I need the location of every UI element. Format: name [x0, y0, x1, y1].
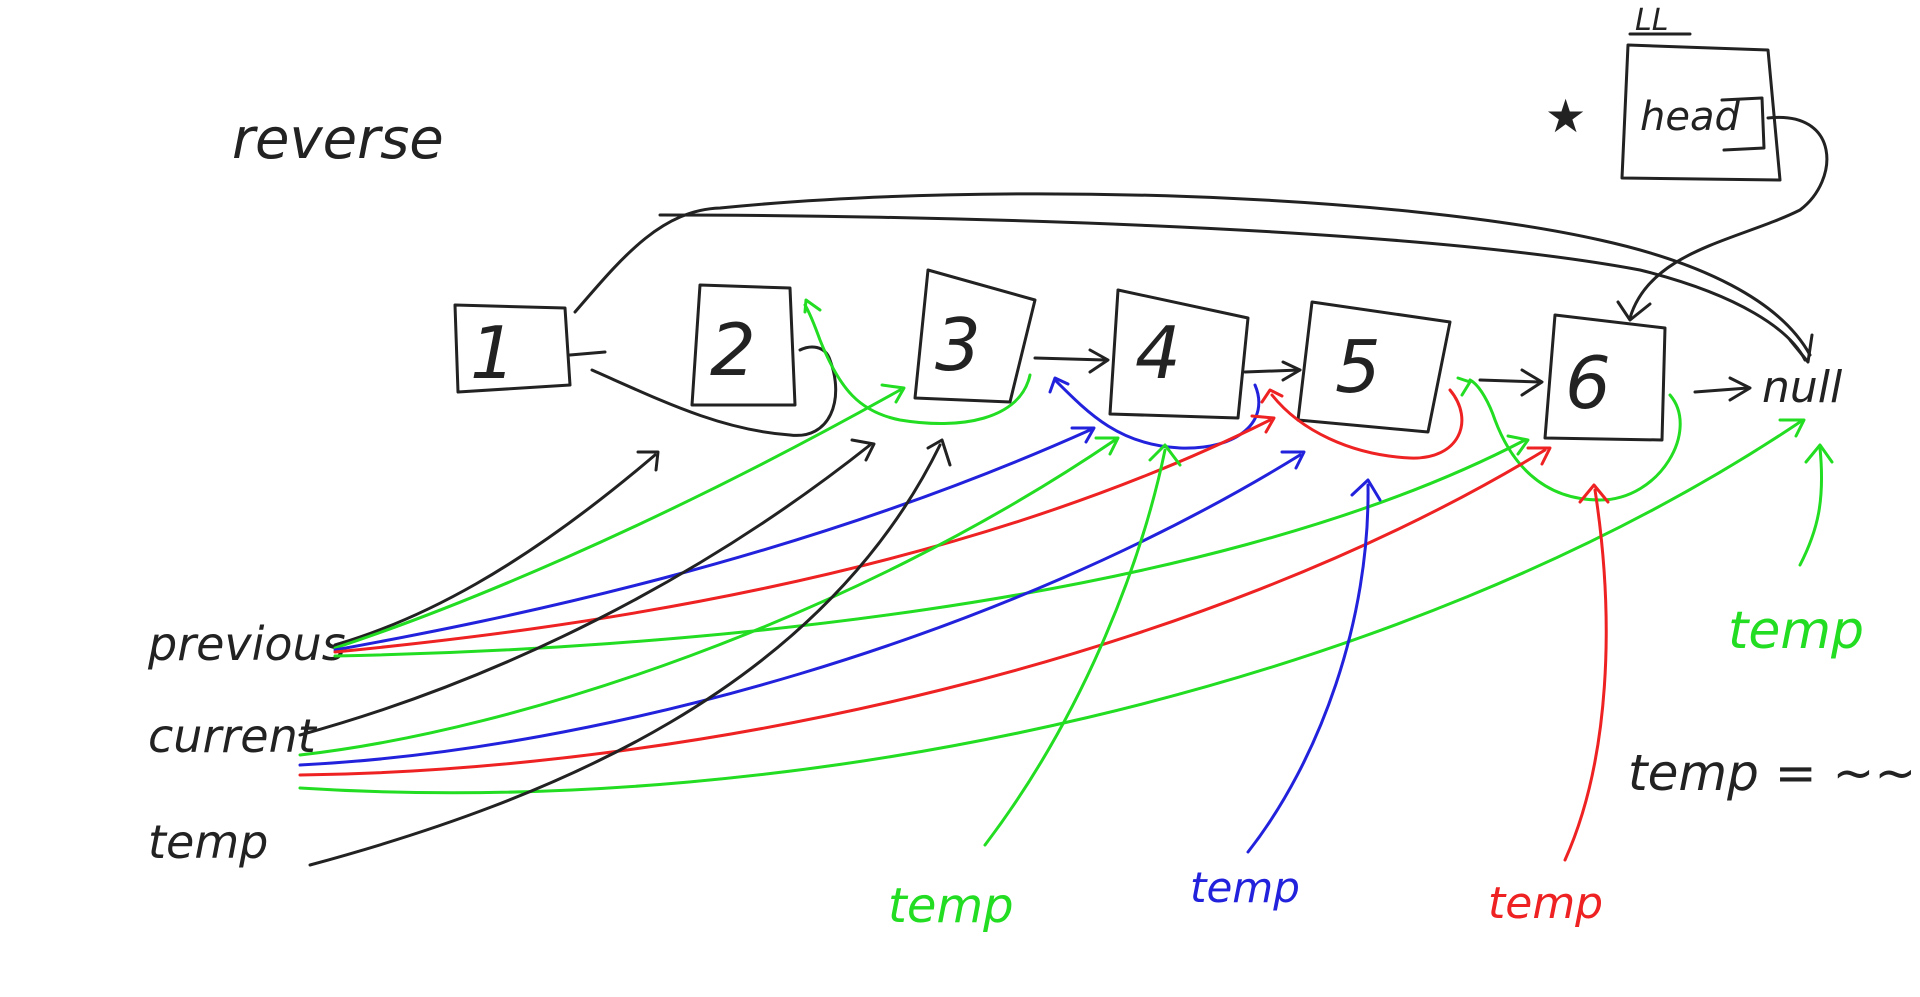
temp-green-2-arrowhead	[1804, 443, 1834, 464]
head-box	[1620, 43, 1782, 182]
current-pointer-green-2	[298, 420, 1802, 795]
current-pointer-green-1	[298, 438, 1117, 757]
red-node6-to-node5-link	[1270, 388, 1464, 460]
node-6-box	[1543, 313, 1667, 442]
node1-to-null-arc	[573, 192, 1812, 357]
current-red-arrowhead	[1526, 446, 1552, 466]
node-1-label: 1	[470, 311, 516, 395]
previous-black-arrowhead	[636, 450, 660, 472]
node-4: 4	[1108, 288, 1250, 420]
temp-label-green-2: temp	[1728, 601, 1864, 661]
green-node2-arrowhead	[803, 298, 822, 314]
temp-pointer-black	[308, 443, 942, 867]
null-label: null	[1762, 362, 1843, 413]
temp-label-blue: temp	[1190, 863, 1300, 912]
previous-pointer-red	[333, 418, 1272, 654]
node1-link	[568, 350, 607, 357]
head-to-node6-arrow	[1628, 115, 1829, 320]
blue-node4-arrowhead	[1048, 376, 1070, 394]
list-label: LL	[1635, 3, 1668, 38]
green-node6-to-node5-link	[1468, 378, 1682, 502]
node6-to-null-link	[1693, 386, 1750, 394]
node3-to-node4-link	[1033, 356, 1107, 362]
head-label: head	[1640, 94, 1740, 140]
node-3-box	[913, 268, 1037, 404]
node6-to-null-arrowhead	[1728, 376, 1752, 402]
variable-current: current	[148, 709, 318, 763]
previous-red-arrowhead	[1250, 414, 1276, 434]
node5-to-node6-arrowhead	[1520, 368, 1544, 397]
node-5: 5	[1296, 300, 1452, 434]
green-node5-arrowhead	[1456, 376, 1472, 397]
node-2-label: 2	[710, 308, 756, 392]
head-arrowhead	[1616, 300, 1652, 322]
temp-red-arrowhead	[1578, 483, 1610, 504]
node-4-label: 4	[1135, 311, 1181, 395]
previous-pointer-black	[333, 453, 657, 647]
null-arrowhead-top	[1788, 333, 1814, 364]
current-blue-arrowhead	[1280, 450, 1306, 470]
node-6: 6	[1543, 313, 1667, 442]
previous-green-1-arrowhead	[880, 383, 906, 404]
temp-black-arrowhead	[926, 438, 952, 467]
node-5-label: 5	[1335, 325, 1381, 409]
current-green-1-arrowhead	[1094, 436, 1120, 456]
node3-to-node4-arrowhead	[1088, 348, 1110, 374]
temp-assignment: temp = ~~~	[1628, 744, 1920, 802]
current-pointer-red	[298, 448, 1547, 777]
temp-blue-arrowhead	[1350, 478, 1382, 502]
node-6-label: 6	[1565, 341, 1611, 425]
previous-pointer-blue	[333, 428, 1092, 652]
node-2-box	[690, 283, 797, 407]
node-1-box	[453, 303, 572, 394]
previous-green-2-arrowhead	[1506, 434, 1530, 456]
node-2: 2	[690, 283, 797, 407]
temp-green-2-pointer	[1798, 446, 1824, 567]
node-4-box	[1108, 288, 1250, 420]
star-icon: ★	[1545, 89, 1586, 143]
temp-green-1-pointer	[983, 448, 1167, 847]
red-node5-arrowhead	[1260, 388, 1284, 404]
node-3-label: 3	[935, 303, 981, 387]
node5-to-node6-link	[1478, 378, 1542, 384]
current-green-2-arrowhead	[1778, 418, 1806, 438]
head-pointer-box	[1720, 96, 1766, 152]
previous-pointer-green-1	[333, 388, 902, 650]
current-pointer-blue	[298, 453, 1302, 767]
node-5-box	[1296, 300, 1452, 434]
temp-red-pointer	[1563, 488, 1608, 862]
variable-previous: previous	[147, 617, 346, 671]
green-node3-to-node2-link	[803, 303, 1032, 426]
temp-label-green-1: temp	[888, 878, 1014, 934]
title-reverse: reverse	[232, 107, 444, 172]
previous-blue-arrowhead	[1070, 426, 1096, 444]
variable-temp: temp	[148, 815, 268, 869]
node4-to-node5-link	[1243, 368, 1302, 374]
node4-to-node5-arrowhead	[1281, 360, 1302, 382]
current-black-arrowhead	[850, 438, 876, 462]
temp-green-1-arrowhead	[1148, 443, 1182, 467]
temp-blue-pointer	[1246, 483, 1370, 854]
node1-to-null-arc-2	[658, 213, 1807, 362]
node-3: 3	[913, 268, 1037, 404]
temp-label-red: temp	[1488, 878, 1603, 929]
node-1: 1	[453, 303, 572, 395]
current-pointer-black	[298, 443, 872, 737]
